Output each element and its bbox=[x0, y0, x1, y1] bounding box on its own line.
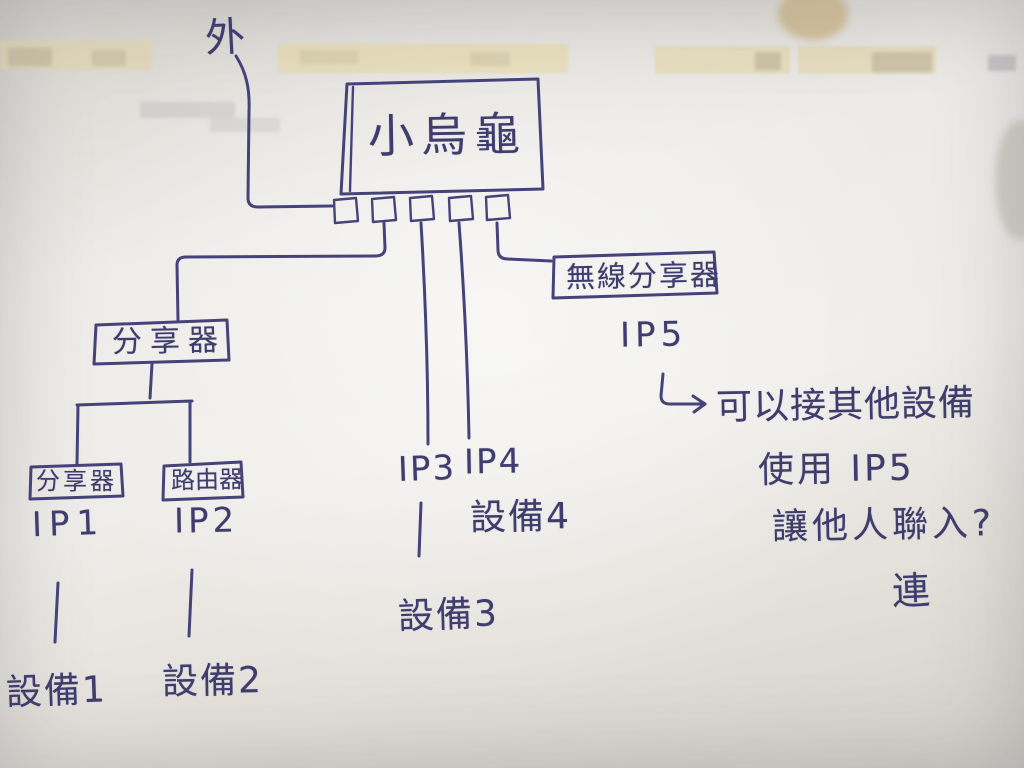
splitter-label: 分享器 bbox=[111, 323, 227, 360]
note-line3: 讓他人聯入? bbox=[771, 503, 996, 548]
port-4 bbox=[447, 194, 475, 223]
connector-ip2-device2 bbox=[187, 568, 194, 638]
showthrough-mark bbox=[872, 52, 932, 72]
connector-port2-to-splitter bbox=[175, 221, 387, 322]
connector-ip1-device1 bbox=[53, 581, 60, 644]
connector-port5-wireless bbox=[495, 221, 553, 263]
tape-strip bbox=[0, 40, 152, 70]
showthrough-mark bbox=[140, 102, 235, 118]
note-arrow bbox=[659, 372, 707, 406]
ip4-label: IP4 bbox=[463, 441, 523, 483]
connector-port4-ip4 bbox=[457, 221, 471, 440]
ip2-label: IP2 bbox=[173, 500, 239, 542]
tape-strip bbox=[278, 44, 568, 73]
connector-port3-ip3 bbox=[419, 221, 430, 446]
outside-label: 外 bbox=[203, 13, 247, 63]
device4-label: 設備4 bbox=[469, 496, 572, 539]
paper-stain bbox=[778, 0, 848, 40]
splitter-tee-left-drop bbox=[75, 403, 80, 466]
ip3-label: IP3 bbox=[397, 447, 457, 491]
sub-router-box-outline bbox=[161, 460, 245, 502]
device3-label: 設備3 bbox=[397, 593, 500, 638]
connector-outside-to-modem bbox=[234, 54, 334, 209]
ip1-label: IP1 bbox=[31, 502, 106, 546]
port-3 bbox=[408, 194, 436, 223]
showthrough-mark bbox=[755, 52, 781, 70]
note-line2: 使用 IP5 bbox=[757, 447, 916, 492]
splitter-box-outline bbox=[92, 318, 231, 366]
modem-label: 小烏龜 bbox=[367, 106, 528, 164]
showthrough-mark bbox=[8, 48, 52, 66]
port-5 bbox=[484, 193, 512, 222]
sub-splitter-box-outline bbox=[28, 462, 125, 501]
ip5-label: IP5 bbox=[619, 314, 688, 356]
note-arrow-head bbox=[691, 394, 707, 414]
note-line1: 可以接其他設備 bbox=[715, 382, 976, 429]
connector-ip3-device3 bbox=[417, 501, 423, 558]
sub-router-label: 路由器 bbox=[170, 465, 244, 495]
splitter-stem bbox=[148, 362, 154, 400]
note-line4: 連 bbox=[891, 568, 931, 614]
device2-label: 設備2 bbox=[161, 660, 264, 703]
tape-strip bbox=[655, 46, 790, 74]
wireless-splitter-label: 無線分享器 bbox=[565, 257, 722, 295]
port-1 bbox=[332, 196, 360, 225]
showthrough-mark bbox=[988, 55, 1016, 71]
modem-box-doubled-edge bbox=[348, 85, 355, 193]
device1-label: 設備1 bbox=[5, 669, 108, 714]
wireless-box-outline bbox=[551, 250, 719, 300]
port-2 bbox=[370, 195, 398, 224]
showthrough-mark bbox=[92, 50, 126, 66]
showthrough-mark bbox=[210, 118, 280, 132]
tape-strip bbox=[798, 46, 936, 74]
modem-box-outline bbox=[339, 77, 545, 196]
sub-splitter-label: 分享器 bbox=[36, 467, 117, 495]
splitter-tee bbox=[75, 399, 194, 407]
